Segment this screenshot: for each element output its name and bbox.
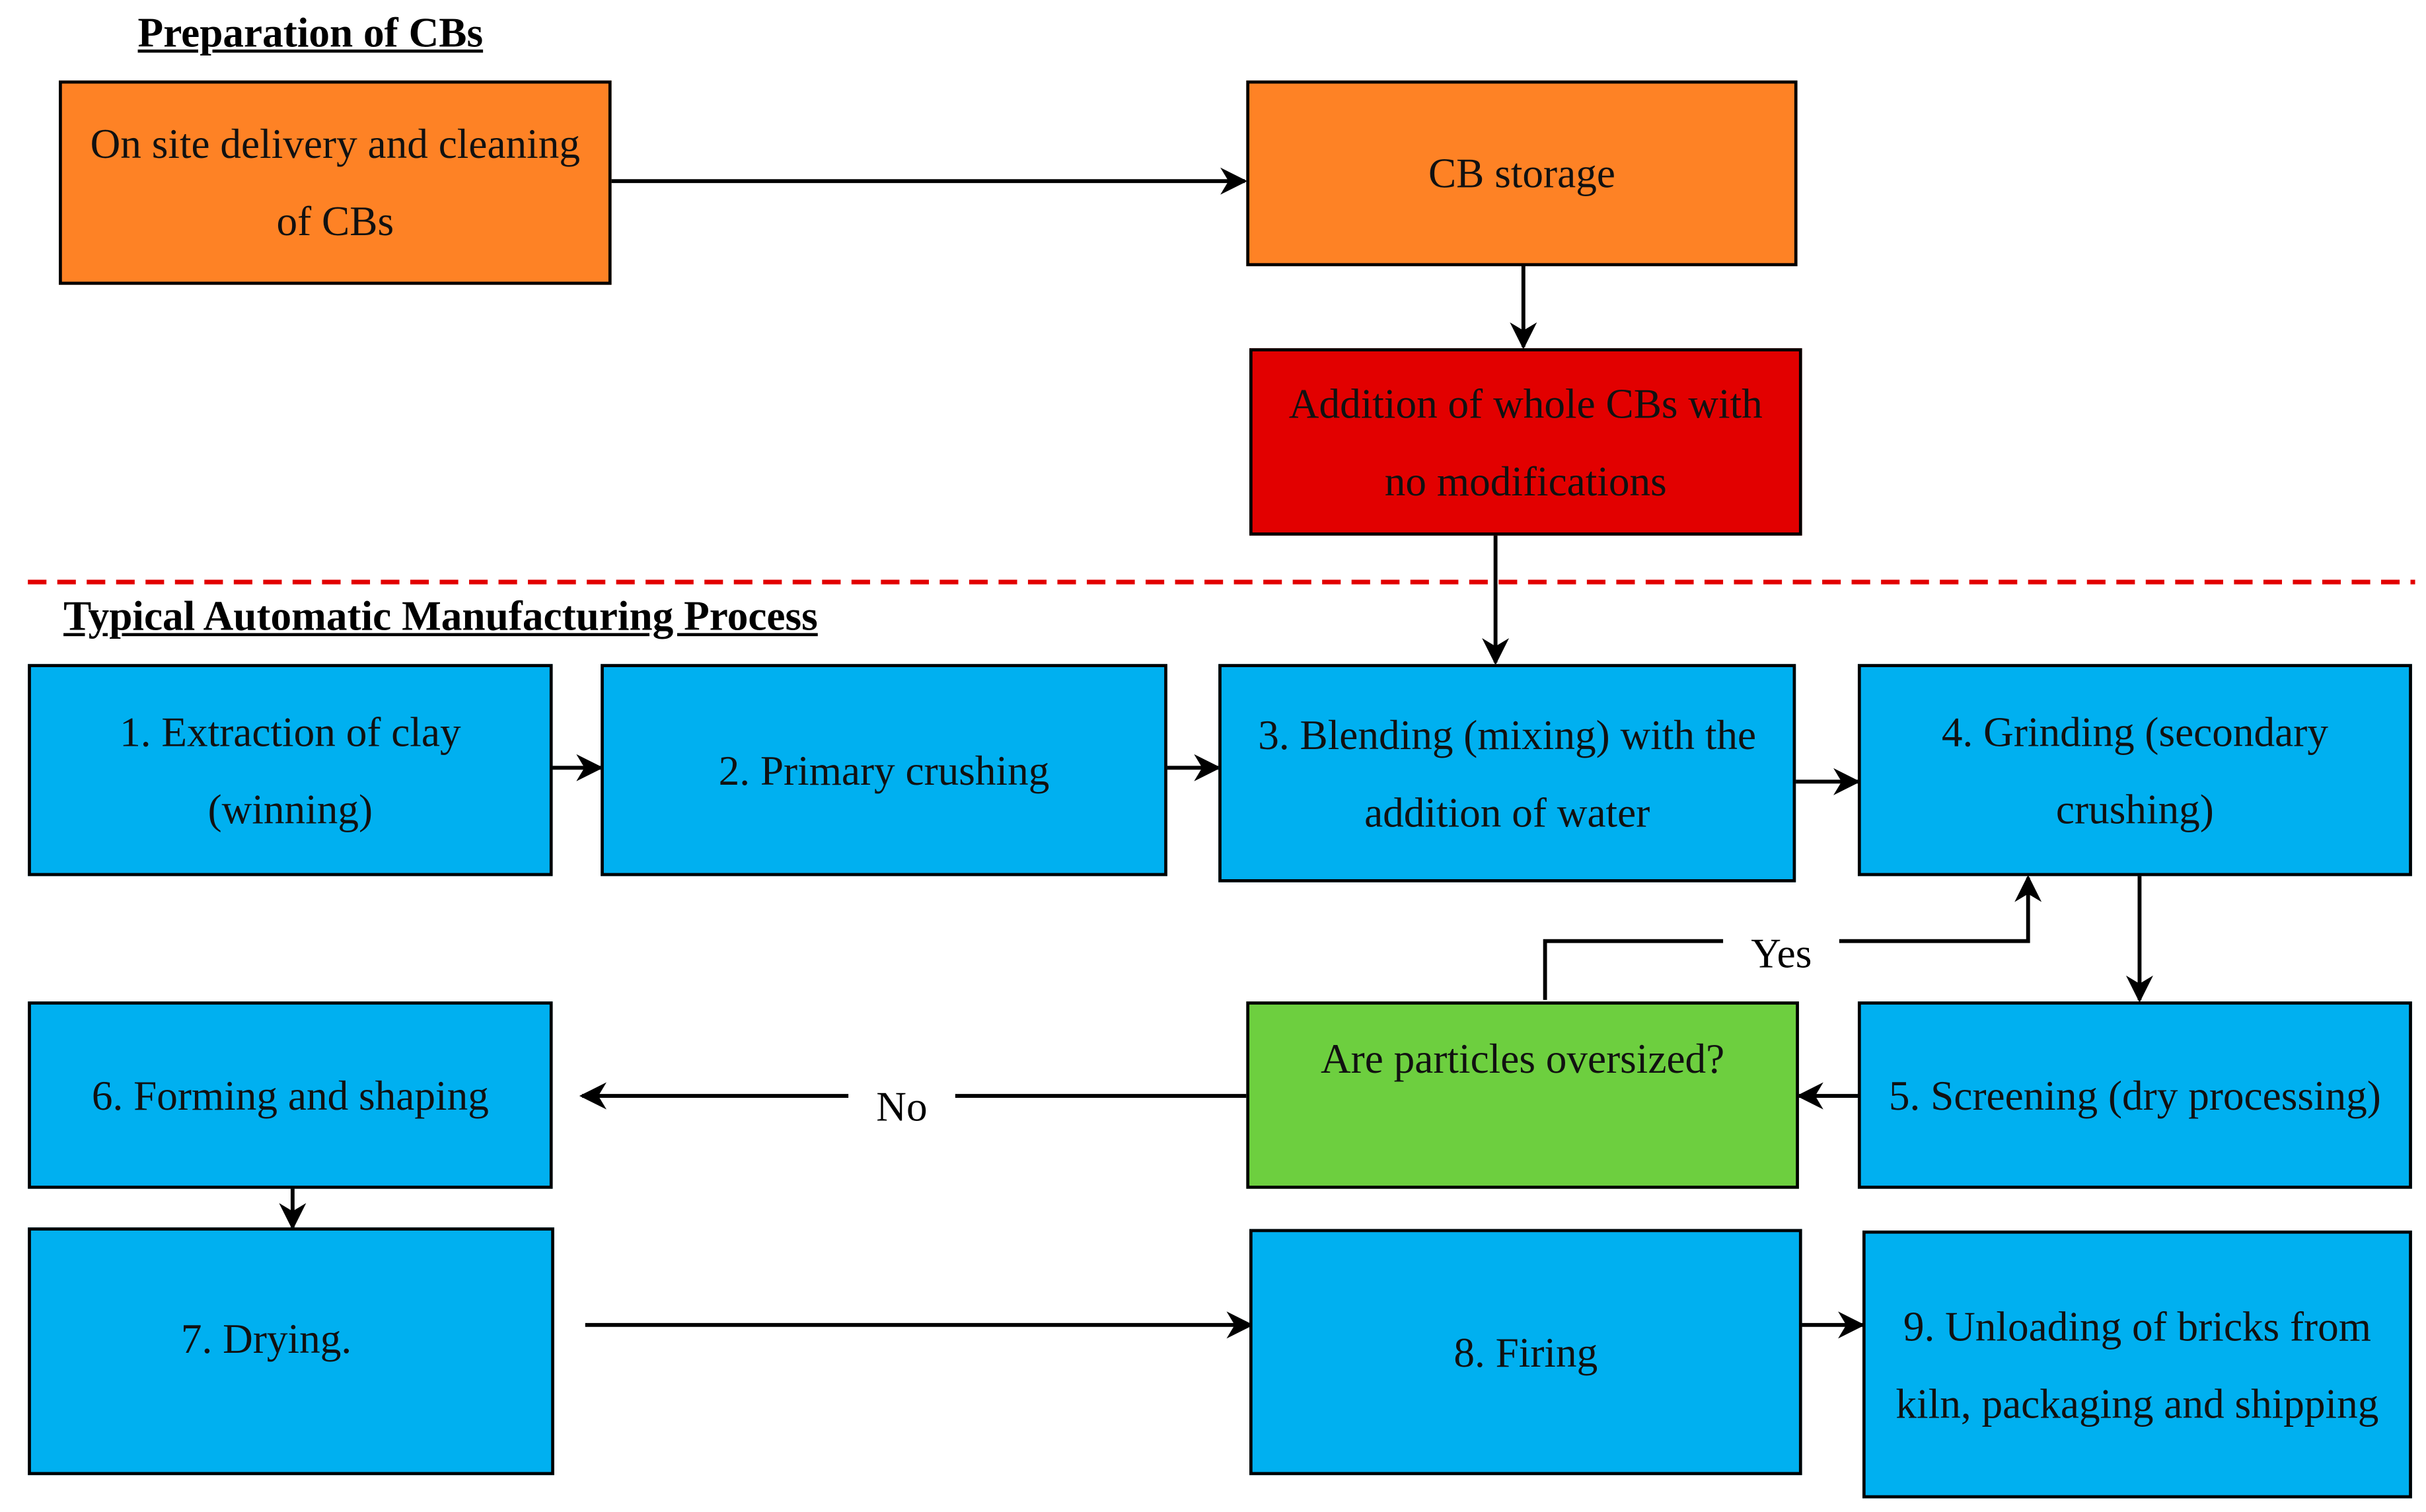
preparation-heading: Preparation of CBs (137, 9, 484, 56)
step2-box: 2. Primary crushing (601, 664, 1167, 877)
step8-label: 8. Firing (1453, 1328, 1598, 1376)
step7-box: 7. Drying. (28, 1227, 554, 1476)
step3-box: 3. Blending (mixing) with the addition o… (1218, 664, 1796, 882)
step5-box: 5. Screening (dry processing) (1857, 1001, 2412, 1189)
step3-label: 3. Blending (mixing) with the addition o… (1258, 711, 1757, 836)
step9-box: 9. Unloading of bricks from kiln, packag… (1862, 1230, 2412, 1499)
step6-label: 6. Forming and shaping (91, 1071, 489, 1119)
step1-box: 1. Extraction of clay (winning) (28, 664, 553, 877)
step7-label: 7. Drying. (180, 1315, 352, 1363)
delivery-label: On site delivery and cleaning of CBs (90, 120, 581, 245)
manufacturing-heading: Typical Automatic Manufacturing Process (63, 593, 818, 639)
yes-label: Yes (1723, 930, 1840, 978)
step5-label: 5. Screening (dry processing) (1888, 1071, 2381, 1119)
step2-label: 2. Primary crushing (718, 746, 1050, 793)
no-label: No (848, 1083, 955, 1132)
delivery-box: On site delivery and cleaning of CBs (59, 80, 612, 285)
step6-box: 6. Forming and shaping (28, 1001, 553, 1189)
step4-box: 4. Grinding (secondary crushing) (1857, 664, 2412, 877)
step8-box: 8. Firing (1249, 1229, 1802, 1476)
addition-label: Addition of whole CBs with no modificati… (1288, 380, 1763, 504)
decision-box: Are particles oversized? (1246, 1001, 1799, 1189)
decision-label: Are particles oversized? (1320, 1035, 1725, 1082)
storage-box: CB storage (1246, 80, 1798, 267)
storage-label: CB storage (1428, 150, 1615, 197)
step1-label: 1. Extraction of clay (winning) (120, 708, 461, 832)
addition-box: Addition of whole CBs with no modificati… (1249, 348, 1802, 536)
step9-label: 9. Unloading of bricks from kiln, packag… (1895, 1302, 2379, 1427)
step4-label: 4. Grinding (secondary crushing) (1941, 708, 2328, 832)
